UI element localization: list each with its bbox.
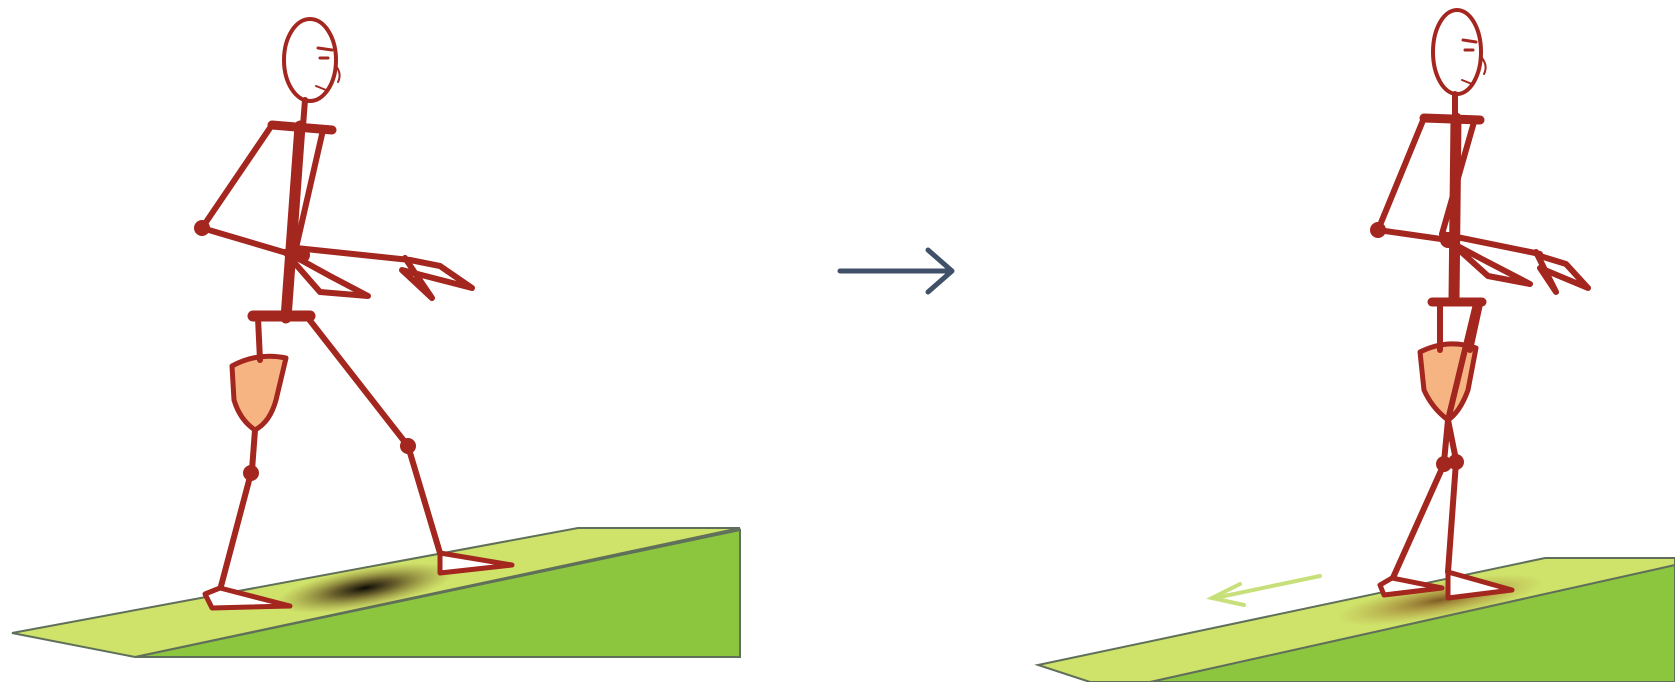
head-right	[1433, 10, 1481, 94]
head-left	[284, 19, 336, 101]
prosthetic-socket-left	[232, 356, 286, 430]
stick-figure-left	[197, 19, 512, 608]
backward-slide-arrow-icon	[1212, 576, 1320, 605]
panel-before	[12, 19, 740, 657]
right-arrow-icon	[840, 250, 952, 292]
stick-figure-right	[1373, 10, 1588, 598]
panel-after	[1038, 10, 1675, 682]
